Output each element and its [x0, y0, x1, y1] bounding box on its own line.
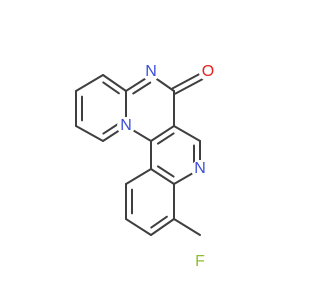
bond-layer — [75, 71, 207, 236]
bond-c11-c7 — [125, 168, 152, 185]
atom-n-bridgehead-label: N — [120, 117, 132, 134]
bond-a6-a5-inner — [102, 81, 120, 95]
bond-a2-a3 — [75, 125, 104, 142]
atom-n-pyridine-label: N — [194, 160, 206, 177]
bond-c2-o-a — [174, 76, 207, 95]
atom-f: F — [191, 253, 209, 271]
atom-o-carbonyl-label: O — [202, 63, 214, 80]
bond-c8-c9 — [150, 218, 175, 236]
bond-c8-c12 — [173, 218, 201, 236]
bond-c3-c4 — [150, 125, 175, 142]
bond-a5-a1 — [75, 74, 104, 92]
atom-label-layer: N O N N F — [117, 63, 217, 271]
bond-c3-c4-inner — [156, 132, 175, 145]
atom-n-amidine: N — [142, 63, 160, 81]
structure-canvas: N O N N F — [75, 63, 217, 271]
bond-c2-o-b — [171, 71, 204, 90]
bond-a3-n2-inner — [102, 122, 121, 135]
atom-n-bridgehead: N — [117, 117, 135, 135]
atom-f-label: F — [195, 253, 205, 270]
bond-c6-c7-inner — [156, 165, 175, 178]
molecule-diagram: N O N N F — [75, 63, 217, 271]
bond-c8-c9-inner — [150, 215, 168, 229]
bond-c3-c5 — [173, 125, 201, 142]
bond-a6-a5 — [102, 74, 127, 92]
atom-o-carbonyl: O — [199, 63, 217, 81]
bond-c9-c10 — [125, 218, 152, 236]
bond-a6-n1-inner — [132, 81, 152, 95]
atom-n-pyridine: N — [191, 160, 209, 178]
bond-c6-c7 — [150, 168, 175, 185]
atom-n-amidine-label: N — [145, 63, 157, 80]
